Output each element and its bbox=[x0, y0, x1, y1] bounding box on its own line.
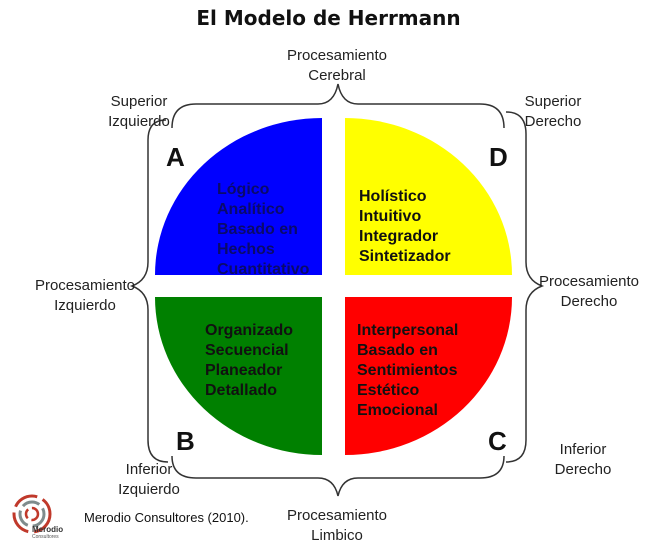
merodio-logo-icon bbox=[12, 494, 52, 534]
quadrant-b-text: Organizado Secuencial Planeador Detallad… bbox=[205, 321, 293, 401]
quadrant-b-line: Organizado bbox=[205, 322, 294, 339]
label-lower-left: Inferior Izquierdo bbox=[108, 460, 190, 500]
logo-text-main: Merodio bbox=[32, 525, 64, 534]
logo-text: Merodio Consultores bbox=[32, 525, 63, 540]
label-left-line: Izquierdo bbox=[54, 297, 116, 314]
quadrant-a-line: Basado en bbox=[217, 221, 298, 238]
label-lower-right: Inferior Derecho bbox=[542, 440, 624, 480]
quadrant-c-shape bbox=[345, 297, 512, 455]
quadrant-b-line: Detallado bbox=[205, 382, 278, 399]
page-title: El Modelo de Herrmann bbox=[196, 6, 461, 30]
label-upper-right: Superior Derecho bbox=[512, 92, 594, 132]
quadrant-a-line: Hechos bbox=[217, 241, 275, 258]
quadrant-c-line: Basado en bbox=[357, 342, 438, 359]
bracket-top bbox=[171, 83, 505, 129]
quadrant-d-text: Holístico Intuitivo Integrador Sintetiza… bbox=[359, 187, 451, 267]
quadrant-d-letter: D bbox=[489, 142, 508, 172]
quadrant-b-line: Planeador bbox=[205, 362, 283, 379]
label-right-line: Derecho bbox=[560, 293, 618, 310]
label-lower-right-line: Derecho bbox=[554, 461, 612, 478]
label-top-line: Cerebral bbox=[308, 67, 366, 84]
quadrant-a-letter: A bbox=[166, 142, 185, 172]
label-top: Procesamiento Cerebral bbox=[270, 46, 404, 86]
logo-text-sub: Consultores bbox=[32, 534, 59, 540]
quadrant-b-letter: B bbox=[176, 426, 195, 456]
label-bottom: Procesamiento Limbico bbox=[270, 506, 404, 546]
label-right: Procesamiento Derecho bbox=[530, 272, 648, 312]
label-upper-left-line: Superior bbox=[110, 93, 168, 110]
label-left-line: Procesamiento bbox=[34, 277, 136, 294]
quadrant-a-line: Cuantitativo bbox=[217, 261, 310, 278]
label-upper-left-line: Izquierdo bbox=[108, 113, 170, 130]
label-upper-left: Superior Izquierdo bbox=[98, 92, 180, 132]
quadrant-d-line: Holístico bbox=[359, 188, 427, 205]
quadrant-a-line: Lógico bbox=[217, 181, 270, 198]
label-lower-left-line: Inferior bbox=[125, 461, 173, 478]
label-left: Procesamiento Izquierdo bbox=[26, 276, 144, 316]
label-lower-left-line: Izquierdo bbox=[118, 481, 180, 498]
quadrant-c-line: Estético bbox=[357, 382, 420, 399]
label-right-line: Procesamiento bbox=[538, 273, 640, 290]
label-upper-right-line: Derecho bbox=[524, 113, 582, 130]
quadrant-c-line: Interpersonal bbox=[357, 322, 459, 339]
label-upper-right-line: Superior bbox=[524, 93, 582, 110]
quadrant-a-line: Analítico bbox=[217, 201, 285, 218]
bracket-right bbox=[505, 111, 545, 463]
quadrant-c-line: Emocional bbox=[357, 402, 438, 419]
quadrant-a-shape bbox=[155, 118, 322, 275]
quadrant-d-shape bbox=[345, 118, 512, 275]
quadrant-d-line: Sintetizador bbox=[359, 248, 451, 265]
label-bottom-line: Procesamiento bbox=[286, 507, 388, 524]
label-bottom-line: Limbico bbox=[311, 527, 363, 544]
quadrant-b-line: Secuencial bbox=[205, 342, 289, 359]
bracket-left bbox=[129, 119, 169, 463]
quadrant-b-shape bbox=[155, 297, 322, 455]
quadrant-d-line: Intuitivo bbox=[359, 208, 422, 225]
bracket-bottom bbox=[171, 455, 505, 497]
quadrant-a-text: Lógico Analítico Basado en Hechos Cuanti… bbox=[217, 180, 309, 280]
label-top-line: Procesamiento bbox=[286, 47, 388, 64]
quadrant-d-line: Integrador bbox=[359, 228, 439, 245]
quadrant-c-letter: C bbox=[488, 426, 507, 456]
quadrant-c-text: Interpersonal Basado en Sentimientos Est… bbox=[357, 321, 458, 421]
credit-text: Merodio Consultores (2010). bbox=[84, 510, 249, 525]
quadrant-c-line: Sentimientos bbox=[357, 362, 458, 379]
label-lower-right-line: Inferior bbox=[559, 441, 607, 458]
